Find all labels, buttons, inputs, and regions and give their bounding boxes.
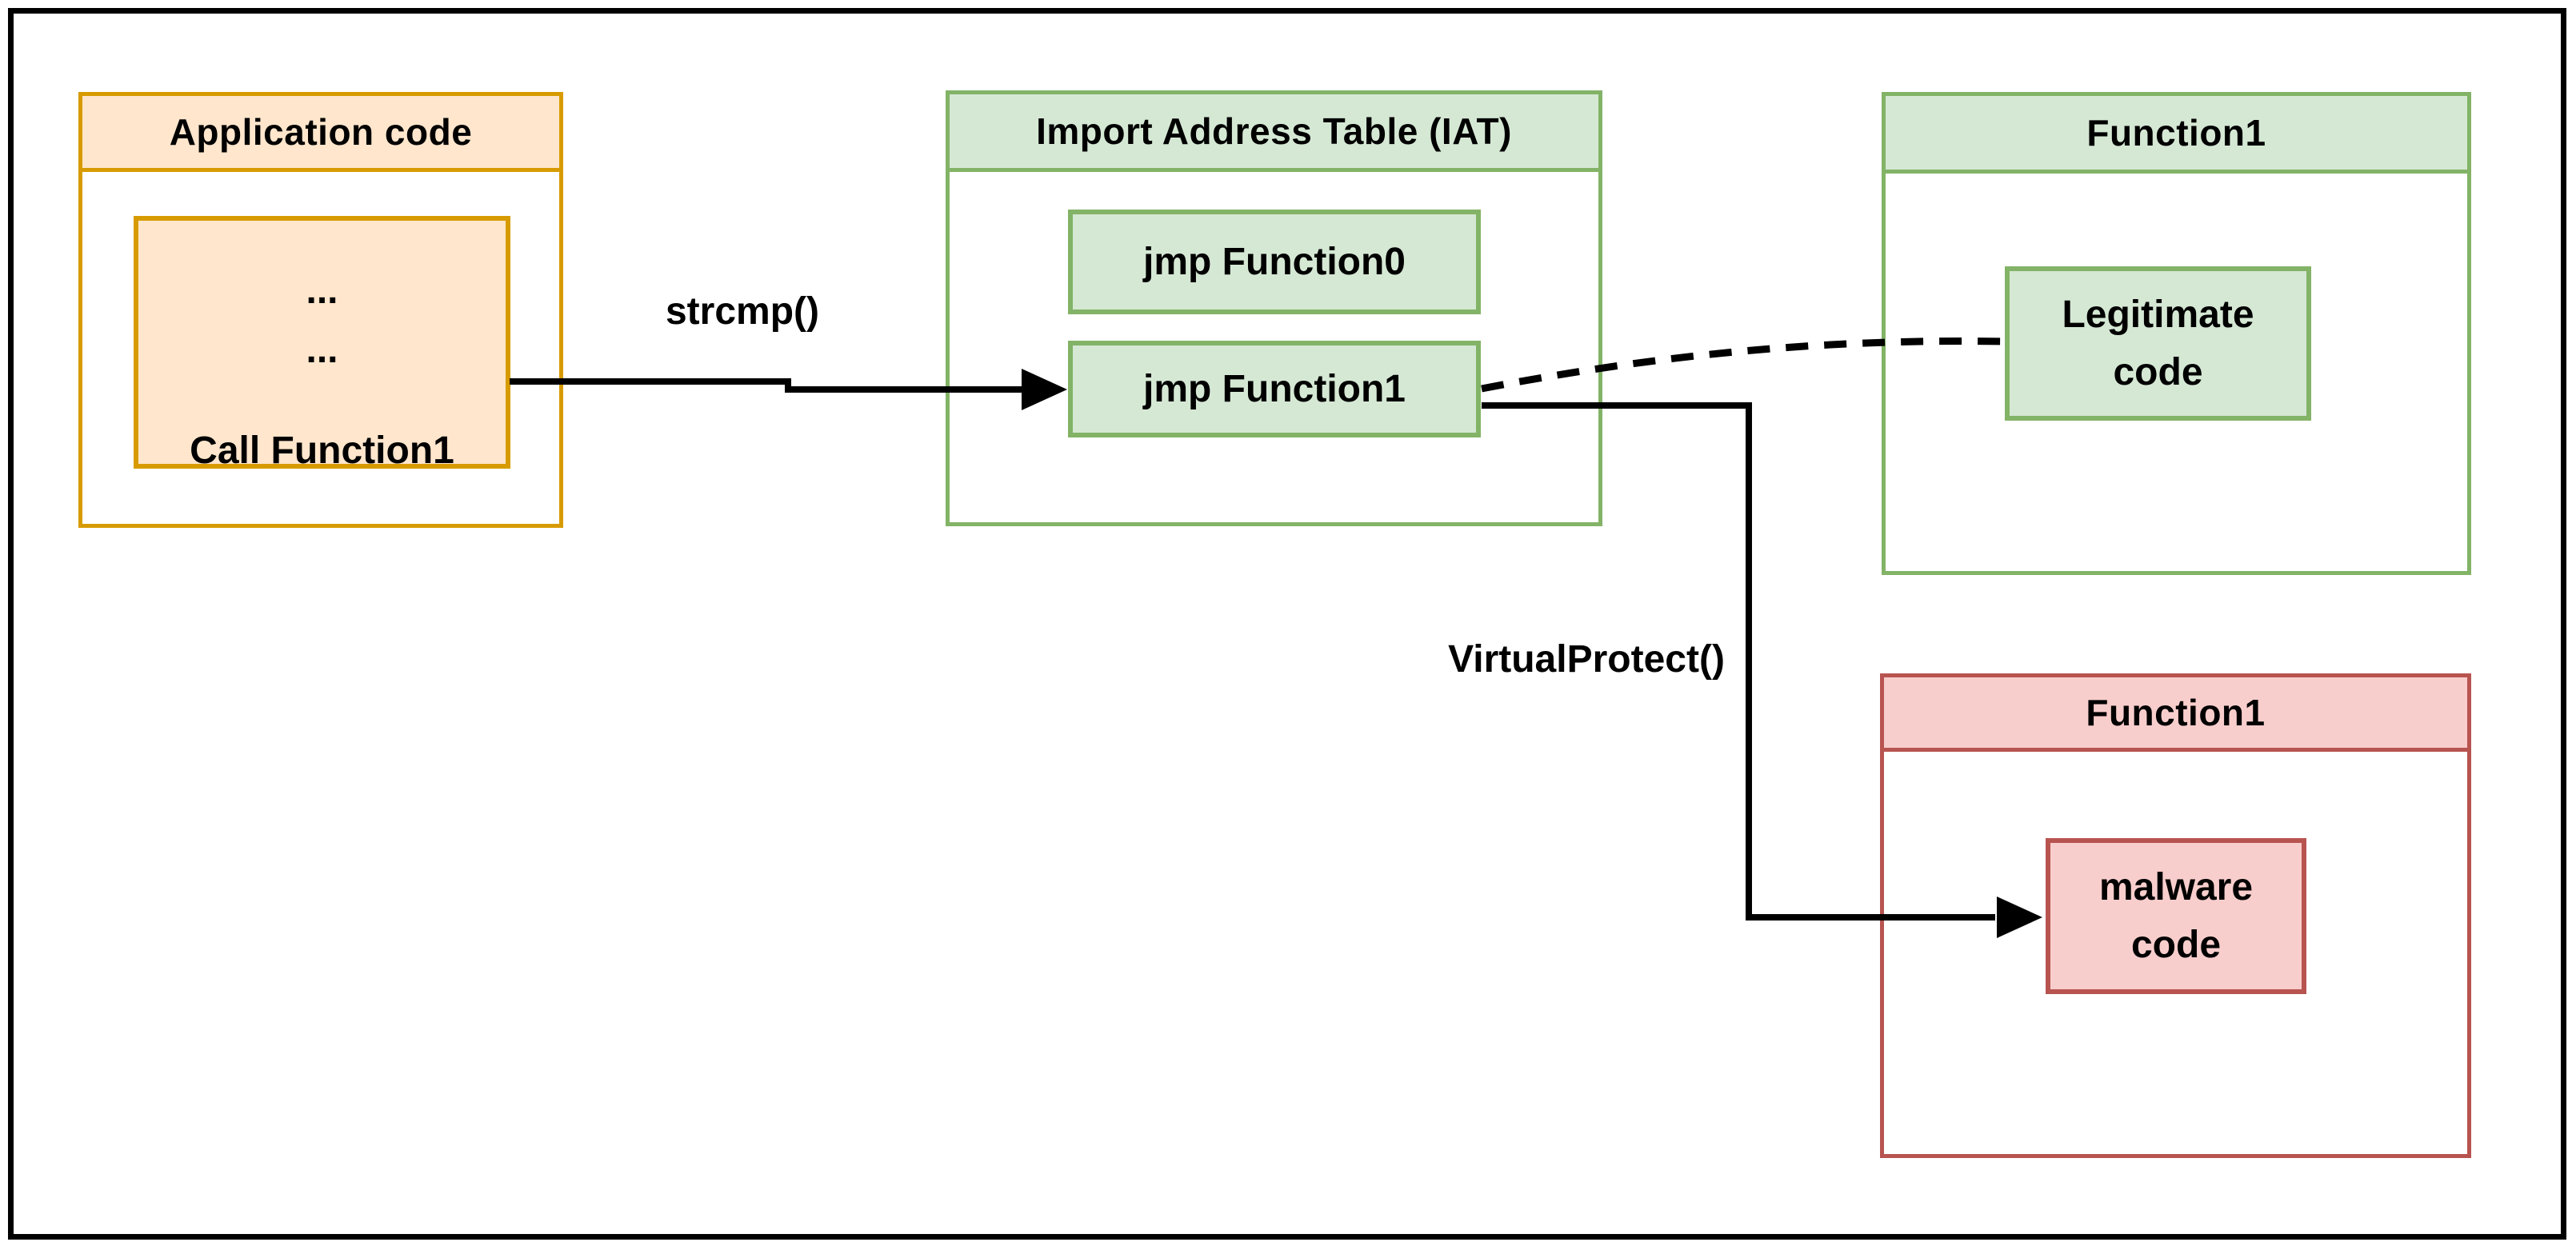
virtualprotect-label: VirtualProtect()	[1448, 638, 1725, 681]
application-code-header: Application code	[82, 96, 559, 172]
code-ellipsis-2: ...	[306, 329, 338, 371]
outer-border	[8, 8, 2566, 1240]
legitimate-code-line-1: Legitimate	[2062, 293, 2254, 336]
legitimate-code-cell: Legitimate code	[2005, 266, 2311, 421]
application-code-snippet: ... ... Call Function1	[134, 216, 510, 472]
application-code-box: Application code	[78, 92, 563, 528]
function1-malware-header: Function1	[1884, 677, 2467, 752]
iat-box: Import Address Table (IAT)	[946, 90, 1602, 526]
iat-title: Import Address Table (IAT)	[1036, 110, 1512, 152]
function1-legitimate-header: Function1	[1886, 96, 2467, 174]
strcmp-label: strcmp()	[665, 290, 820, 333]
iat-entry-jmp-function0: jmp Function0	[1068, 210, 1481, 314]
function1-malware-title: Function1	[2086, 692, 2266, 733]
iat-entry-jmp-function1: jmp Function1	[1068, 341, 1481, 437]
iat-header: Import Address Table (IAT)	[950, 94, 1598, 172]
function1-legitimate-title: Function1	[2086, 112, 2266, 154]
application-code-title: Application code	[169, 111, 473, 153]
legitimate-code-line-2: code	[2113, 350, 2203, 393]
malware-code-line-2: code	[2130, 923, 2222, 966]
call-function1-line: Call Function1	[190, 429, 454, 472]
malware-code-cell: malware code	[2046, 838, 2306, 994]
code-ellipsis-1: ...	[306, 270, 338, 312]
jmp-function1-label: jmp Function1	[1143, 367, 1406, 410]
jmp-function0-label: jmp Function0	[1143, 240, 1406, 283]
function1-legitimate-box: Function1	[1882, 92, 2471, 575]
malware-code-line-1: malware	[2098, 865, 2254, 909]
